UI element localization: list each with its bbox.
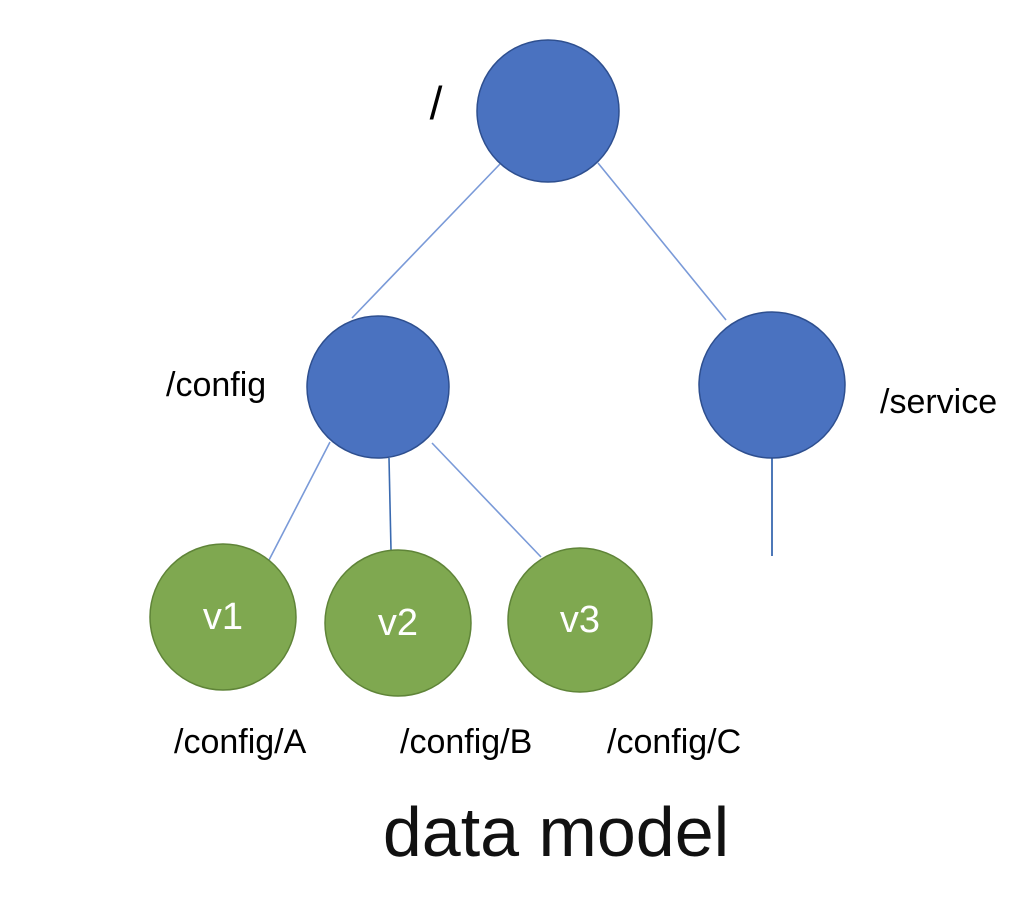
node-v2-inner-label: v2 <box>378 602 418 644</box>
node-v1-inner-label: v1 <box>203 596 243 638</box>
node-v2-path-label: /config/B <box>400 723 532 761</box>
node-config[interactable]: /config <box>166 315 450 459</box>
node-v2-circle[interactable] <box>324 549 472 697</box>
node-v1-path-label: /config/A <box>174 723 307 761</box>
node-config-label: /config <box>166 366 266 404</box>
edge-config-v1 <box>267 441 331 563</box>
node-v1-circle[interactable] <box>149 543 297 691</box>
node-config-circle[interactable] <box>306 315 450 459</box>
node-service[interactable]: /service <box>698 311 997 459</box>
node-v1[interactable]: v1 /config/A <box>149 543 307 761</box>
node-root-label: / <box>430 77 443 129</box>
node-v3-path-label: /config/C <box>607 723 741 761</box>
diagram-title: data model <box>383 793 729 871</box>
node-layer: / /config /service v1 /config/A v2 /conf… <box>149 39 997 761</box>
node-v3[interactable]: v3 /config/C <box>507 547 741 761</box>
edge-root-service <box>597 162 727 321</box>
node-v3-circle[interactable] <box>507 547 653 693</box>
node-service-label: /service <box>880 383 997 421</box>
node-v3-inner-label: v3 <box>560 599 600 641</box>
node-root[interactable]: / <box>430 39 620 183</box>
node-v2[interactable]: v2 /config/B <box>324 549 532 761</box>
edge-config-v3 <box>431 442 542 558</box>
edge-layer <box>267 162 773 563</box>
edge-config-v2 <box>388 457 392 551</box>
node-root-circle[interactable] <box>476 39 620 183</box>
node-service-circle[interactable] <box>698 311 846 459</box>
edge-root-config <box>351 163 501 319</box>
